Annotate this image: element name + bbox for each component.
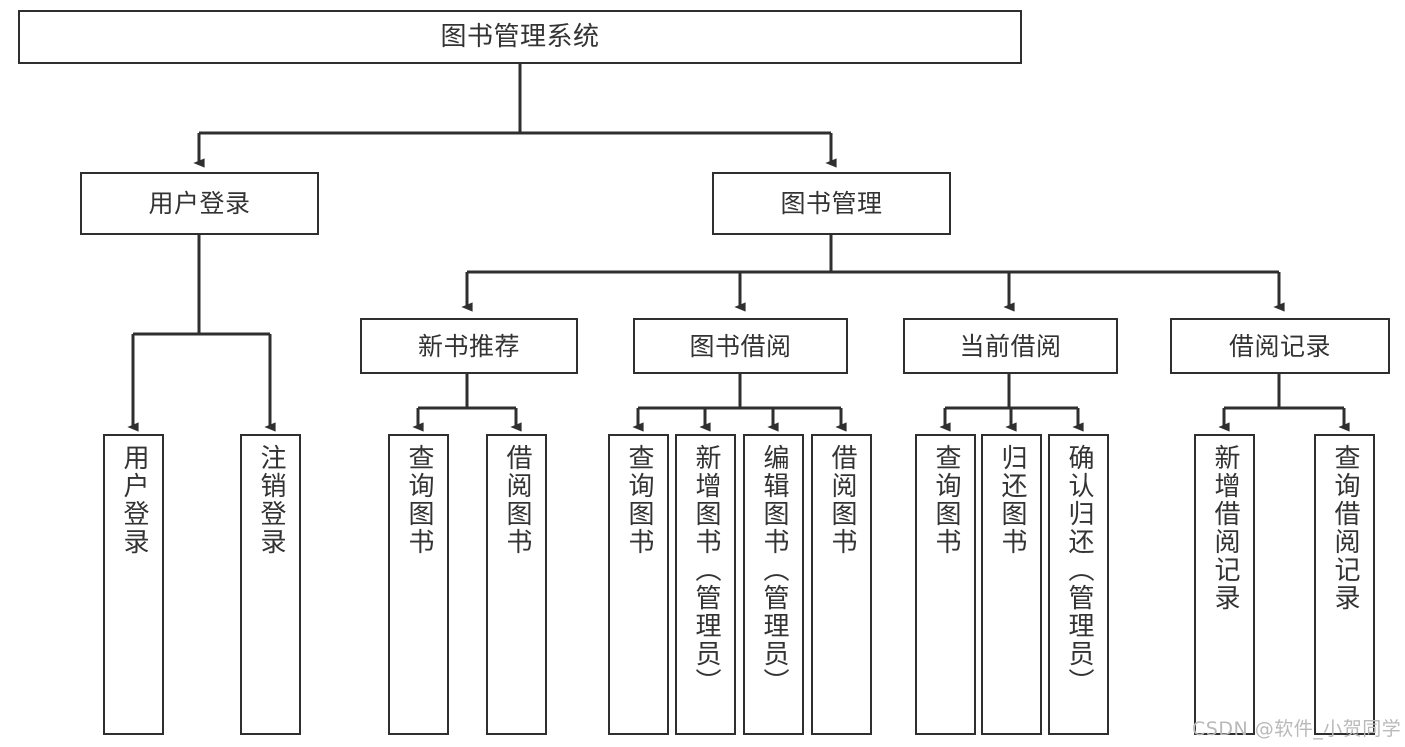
node-leaf-query-book-1[interactable]: 查询图书 [388,434,449,735]
node-leaf-logout-login[interactable]: 注销登录 [240,434,301,735]
node-label: 新增图书（管理员） [691,444,722,696]
node-label: 新增借阅记录 [1210,444,1241,612]
node-label: 查询图书 [624,444,655,556]
node-label: 查询图书 [931,444,962,556]
node-new-book-recommend[interactable]: 新书推荐 [360,318,578,374]
node-label: 借阅图书 [827,444,858,556]
watermark-text: CSDN @软件_小贺同学 [1192,718,1402,740]
node-leaf-add-record[interactable]: 新增借阅记录 [1194,434,1255,735]
node-label: 查询图书 [404,444,435,556]
node-root-system[interactable]: 图书管理系统 [18,10,1022,64]
node-leaf-query-book-3[interactable]: 查询图书 [915,434,976,735]
node-book-borrow[interactable]: 图书借阅 [633,318,848,374]
node-leaf-edit-book[interactable]: 编辑图书（管理员） [743,434,804,735]
node-label: 归还图书 [997,444,1028,556]
node-leaf-confirm-return[interactable]: 确认归还（管理员） [1048,434,1109,735]
node-leaf-add-book[interactable]: 新增图书（管理员） [675,434,736,735]
node-label: 用户登录 [148,189,251,218]
node-label: 图书管理系统 [440,22,600,52]
node-label: 新书推荐 [417,331,520,361]
node-current-borrow[interactable]: 当前借阅 [903,318,1118,374]
node-leaf-query-book-2[interactable]: 查询图书 [608,434,669,735]
node-label: 编辑图书（管理员） [759,444,790,696]
node-user-login[interactable]: 用户登录 [80,172,319,235]
node-borrow-record[interactable]: 借阅记录 [1170,318,1390,374]
node-label: 借阅记录 [1228,331,1331,361]
node-label: 当前借阅 [959,331,1062,361]
node-label: 图书管理 [780,189,883,218]
node-label: 借阅图书 [502,444,533,556]
node-leaf-borrow-book-2[interactable]: 借阅图书 [811,434,872,735]
node-leaf-user-login[interactable]: 用户登录 [103,434,164,735]
node-label: 查询借阅记录 [1330,444,1361,612]
node-leaf-query-record[interactable]: 查询借阅记录 [1314,434,1375,735]
node-leaf-borrow-book-1[interactable]: 借阅图书 [486,434,547,735]
node-label: 用户登录 [119,444,150,556]
node-book-management[interactable]: 图书管理 [712,172,951,235]
node-label: 注销登录 [256,444,287,556]
node-leaf-return-book[interactable]: 归还图书 [981,434,1042,735]
node-label: 确认归还（管理员） [1064,444,1095,696]
node-label: 图书借阅 [689,331,792,361]
